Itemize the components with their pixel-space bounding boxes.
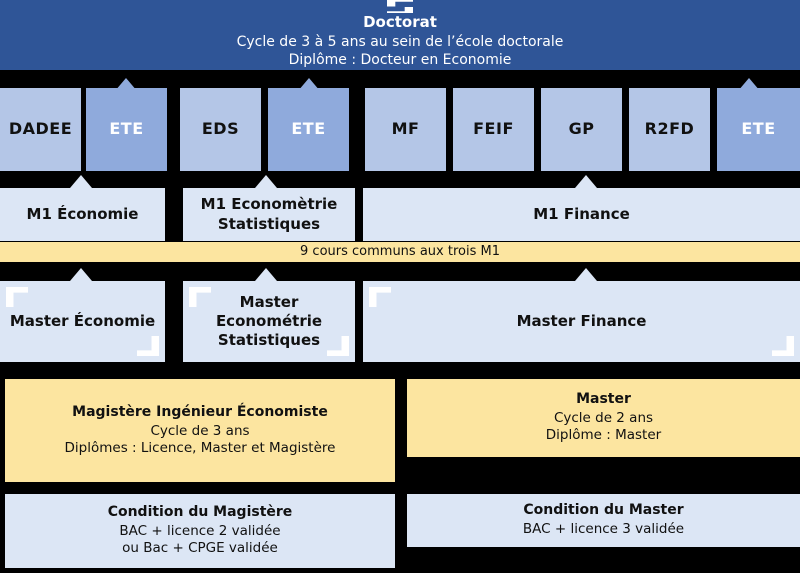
m1-box-econometrie[interactable]: M1 Economètrie Statistiques — [183, 188, 355, 241]
program-box-master[interactable]: Master Cycle de 2 ans Diplôme : Master — [407, 379, 800, 457]
arrow-up-m1-finance-icon — [575, 175, 597, 188]
arrow-up-m1-economie-icon — [70, 175, 92, 188]
course-box-feif[interactable]: FEIF — [453, 88, 534, 171]
m1-label-line-1: M1 Economètrie — [200, 195, 338, 214]
condition-box-master[interactable]: Condition du Master BAC + licence 3 vali… — [407, 494, 800, 547]
arrow-up-ete-3-icon — [738, 78, 760, 91]
program-box-magistere[interactable]: Magistère Ingénieur Économiste Cycle de … — [5, 379, 395, 482]
master-box-econometrie[interactable]: Master Econométrie Statistiques — [183, 281, 355, 362]
doctorat-line-1: Cycle de 3 à 5 ans au sein de l’école do… — [236, 34, 564, 51]
program-title: Master — [576, 391, 631, 408]
course-box-r2fd[interactable]: R2FD — [629, 88, 710, 171]
corner-fold-bottom-right-icon — [327, 336, 349, 356]
master-label-line-1: Master — [239, 292, 299, 311]
arrow-up-master-finance-icon — [575, 268, 597, 281]
corner-fold-top-left-icon — [189, 287, 211, 307]
course-label: R2FD — [644, 119, 695, 139]
course-box-eds[interactable]: EDS — [180, 88, 261, 171]
corner-fold-top-left-icon — [369, 287, 391, 307]
course-label: GP — [568, 119, 595, 139]
master-label-line-2: Econométrie — [215, 311, 323, 330]
course-label: MF — [391, 119, 420, 139]
course-box-mf[interactable]: MF — [365, 88, 446, 171]
corner-fold-top-left-icon — [6, 287, 28, 307]
common-courses-band[interactable]: 9 cours communs aux trois M1 — [0, 242, 800, 262]
program-line-2: Diplômes : Licence, Master et Magistère — [64, 439, 336, 456]
program-line-1: Cycle de 2 ans — [553, 410, 654, 427]
course-box-ete-1[interactable]: ETE — [86, 88, 167, 171]
master-box-economie[interactable]: Master Économie — [0, 281, 165, 362]
condition-line-1: BAC + licence 3 validée — [522, 521, 685, 538]
program-line-1: Cycle de 3 ans — [150, 422, 250, 439]
course-label: DADEE — [8, 119, 73, 139]
doctorat-line-2: Diplôme : Docteur en Economie — [288, 52, 512, 69]
master-box-finance[interactable]: Master Finance — [363, 281, 800, 362]
condition-line-1: BAC + licence 2 validée — [119, 523, 281, 540]
condition-box-magistere[interactable]: Condition du Magistère BAC + licence 2 v… — [5, 494, 395, 568]
common-courses-text: 9 cours communs aux trois M1 — [300, 243, 500, 259]
arrow-up-master-economie-icon — [70, 268, 92, 281]
master-label-line-1: Master Finance — [516, 311, 647, 330]
corner-fold-bottom-right-icon — [387, 6, 413, 13]
condition-line-2: ou Bac + CPGE validée — [122, 540, 278, 557]
course-label: EDS — [201, 119, 240, 139]
m1-label-line-2: Statistiques — [217, 214, 321, 233]
doctorat-title: Doctorat — [363, 13, 437, 31]
course-box-ete-3[interactable]: ETE — [717, 88, 800, 171]
arrow-up-ete-1-icon — [115, 78, 137, 91]
course-box-ete-2[interactable]: ETE — [268, 88, 349, 171]
course-label: ETE — [291, 119, 326, 139]
condition-title: Condition du Master — [523, 502, 684, 519]
program-line-2: Diplôme : Master — [545, 427, 662, 444]
m1-box-economie[interactable]: M1 Économie — [0, 188, 165, 241]
corner-fold-bottom-right-icon — [772, 336, 794, 356]
course-box-gp[interactable]: GP — [541, 88, 622, 171]
course-label: ETE — [109, 119, 144, 139]
arrow-up-master-econometrie-icon — [255, 268, 277, 281]
m1-box-finance[interactable]: M1 Finance — [363, 188, 800, 241]
m1-label-line-1: M1 Économie — [26, 204, 139, 223]
arrow-up-ete-2-icon — [298, 78, 320, 91]
course-label: ETE — [741, 119, 776, 139]
corner-fold-top-left-icon — [387, 0, 413, 7]
corner-fold-bottom-right-icon — [137, 336, 159, 356]
master-label-line-1: Master Économie — [9, 311, 156, 330]
arrow-up-m1-econometrie-icon — [255, 175, 277, 188]
m1-label-line-1: M1 Finance — [533, 204, 630, 223]
course-label: FEIF — [473, 119, 514, 139]
master-label-line-3: Statistiques — [217, 331, 321, 350]
program-title: Magistère Ingénieur Économiste — [72, 403, 328, 420]
condition-title: Condition du Magistère — [107, 504, 293, 521]
doctorat-banner[interactable]: Doctorat Cycle de 3 à 5 ans au sein de l… — [0, 0, 800, 70]
course-box-dadee[interactable]: DADEE — [0, 88, 81, 171]
